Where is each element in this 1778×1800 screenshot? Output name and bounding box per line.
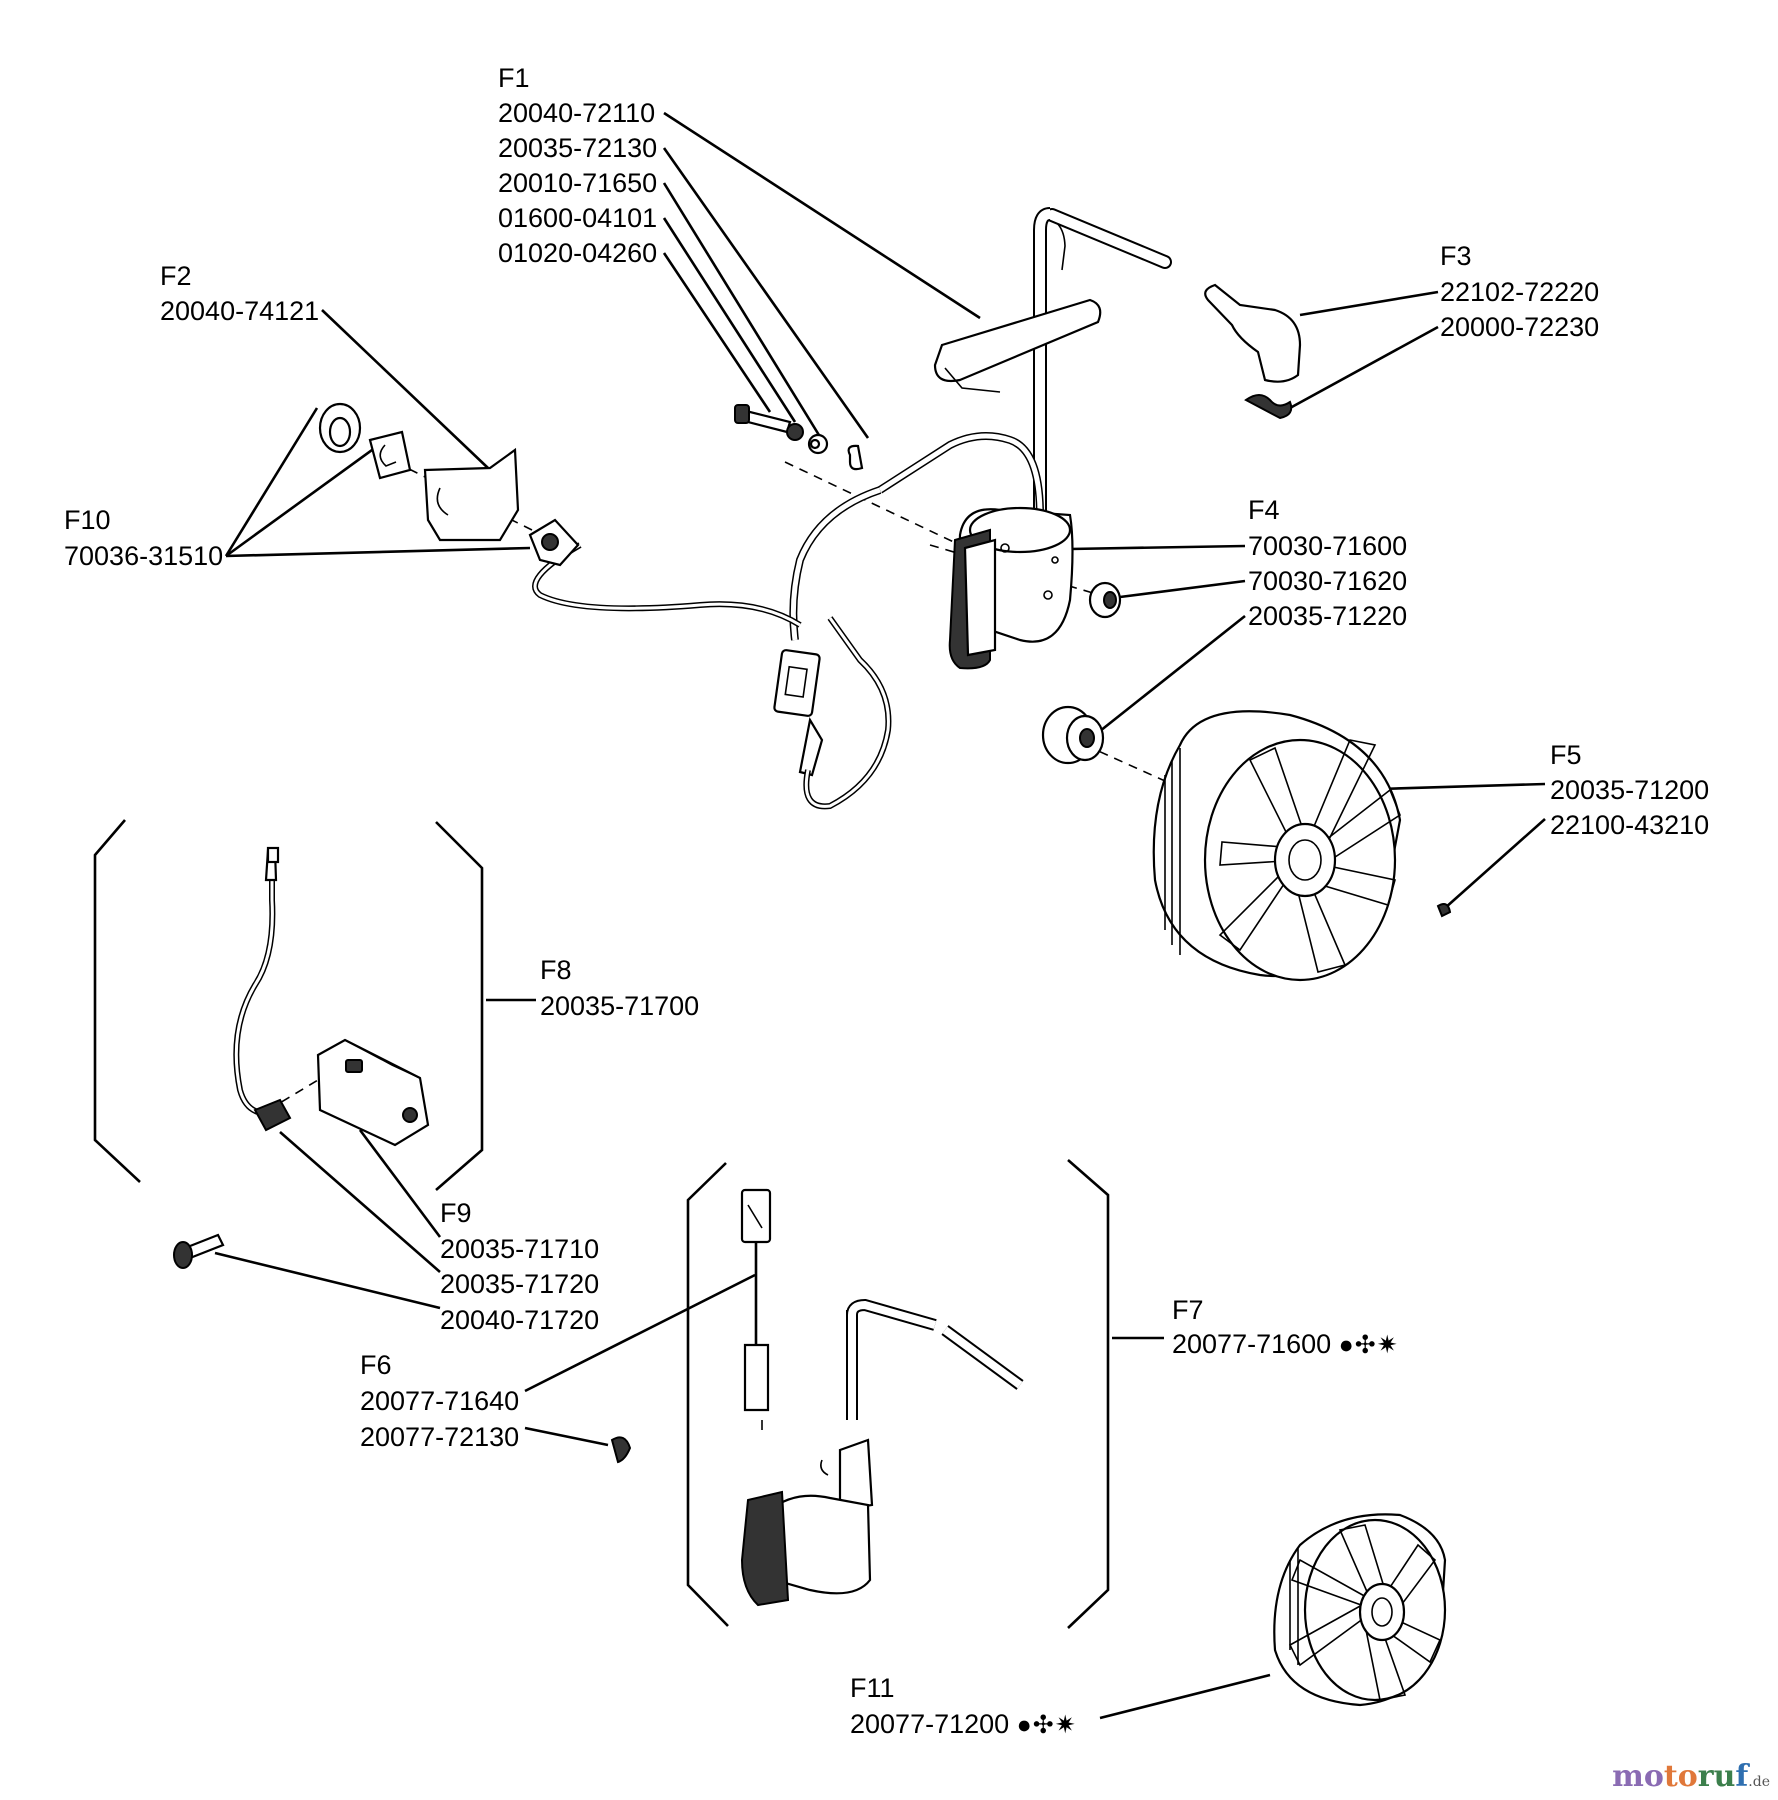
part-number: 20035-71200 bbox=[1550, 775, 1710, 805]
availability-symbols: ●✣✷ bbox=[1016, 1711, 1077, 1739]
coil-assembly-f7 bbox=[740, 1188, 1024, 1607]
stop-switch-assembly bbox=[318, 402, 580, 567]
coil-kit-bracket-f7 bbox=[686, 1159, 1110, 1629]
assembly-axis-lines bbox=[267, 461, 1186, 1111]
part-number: 70030-71620 bbox=[1248, 566, 1408, 596]
part-number: 20000-72230 bbox=[1440, 312, 1600, 342]
coil-kit-bracket-f8 bbox=[93, 819, 484, 1191]
part-number: 20040-71720 bbox=[440, 1305, 600, 1335]
availability-symbols: ●✣✷ bbox=[1338, 1331, 1399, 1359]
leader-lines bbox=[214, 111, 1546, 1720]
part-number: 20035-71710 bbox=[440, 1234, 600, 1264]
part-number: 20035-72130 bbox=[498, 133, 658, 163]
part-number-value: 20077-71200 bbox=[850, 1709, 1010, 1739]
part-number: 20035-71700 bbox=[540, 991, 700, 1021]
part-number: 20077-71200 ●✣✷ bbox=[850, 1706, 1077, 1743]
group-code-f8: F8 bbox=[540, 955, 572, 985]
plug-cap-assembly bbox=[1204, 283, 1302, 420]
group-code-f9: F9 bbox=[440, 1198, 472, 1228]
part-number: 20077-71640 bbox=[360, 1386, 520, 1416]
wire-clip-f6 bbox=[610, 1436, 632, 1464]
watermark-logo: motoruf.de bbox=[1612, 1759, 1770, 1794]
part-number: 22100-43210 bbox=[1550, 810, 1710, 840]
part-number: 20040-74121 bbox=[160, 296, 320, 326]
group-code-f6: F6 bbox=[360, 1350, 392, 1380]
part-number: 20077-71600 ●✣✷ bbox=[1172, 1326, 1399, 1363]
part-number: 01600-04101 bbox=[498, 203, 658, 233]
part-number: 20035-71720 bbox=[440, 1269, 600, 1299]
module-screw bbox=[173, 1233, 225, 1269]
group-code-f10: F10 bbox=[64, 505, 111, 535]
group-code-f4: F4 bbox=[1248, 495, 1280, 525]
group-code-f1: F1 bbox=[498, 63, 530, 93]
part-number-value: 20077-71600 bbox=[1172, 1329, 1332, 1359]
part-number: 70030-71600 bbox=[1248, 531, 1408, 561]
part-number: 01020-04260 bbox=[498, 238, 658, 268]
flywheel-f11 bbox=[1273, 1513, 1447, 1707]
part-number: 70036-31510 bbox=[64, 541, 224, 571]
part-number: 20040-72110 bbox=[498, 98, 656, 128]
part-number: 20035-71220 bbox=[1248, 601, 1408, 631]
coil-lead-assembly bbox=[532, 207, 1172, 810]
ignition-coil bbox=[948, 506, 1074, 670]
ignition-module bbox=[233, 846, 430, 1147]
group-code-f11: F11 bbox=[850, 1673, 895, 1703]
part-number: 22102-72220 bbox=[1440, 277, 1600, 307]
group-code-f2: F2 bbox=[160, 261, 192, 291]
coil-screw-set bbox=[734, 404, 864, 471]
flywheel bbox=[1152, 710, 1452, 982]
group-code-f3: F3 bbox=[1440, 241, 1472, 271]
group-code-f5: F5 bbox=[1550, 740, 1582, 770]
part-number: 20077-72130 bbox=[360, 1422, 520, 1452]
coil-washers bbox=[1041, 581, 1122, 765]
part-number: 20010-71650 bbox=[498, 168, 658, 198]
group-code-f7: F7 bbox=[1172, 1295, 1204, 1325]
